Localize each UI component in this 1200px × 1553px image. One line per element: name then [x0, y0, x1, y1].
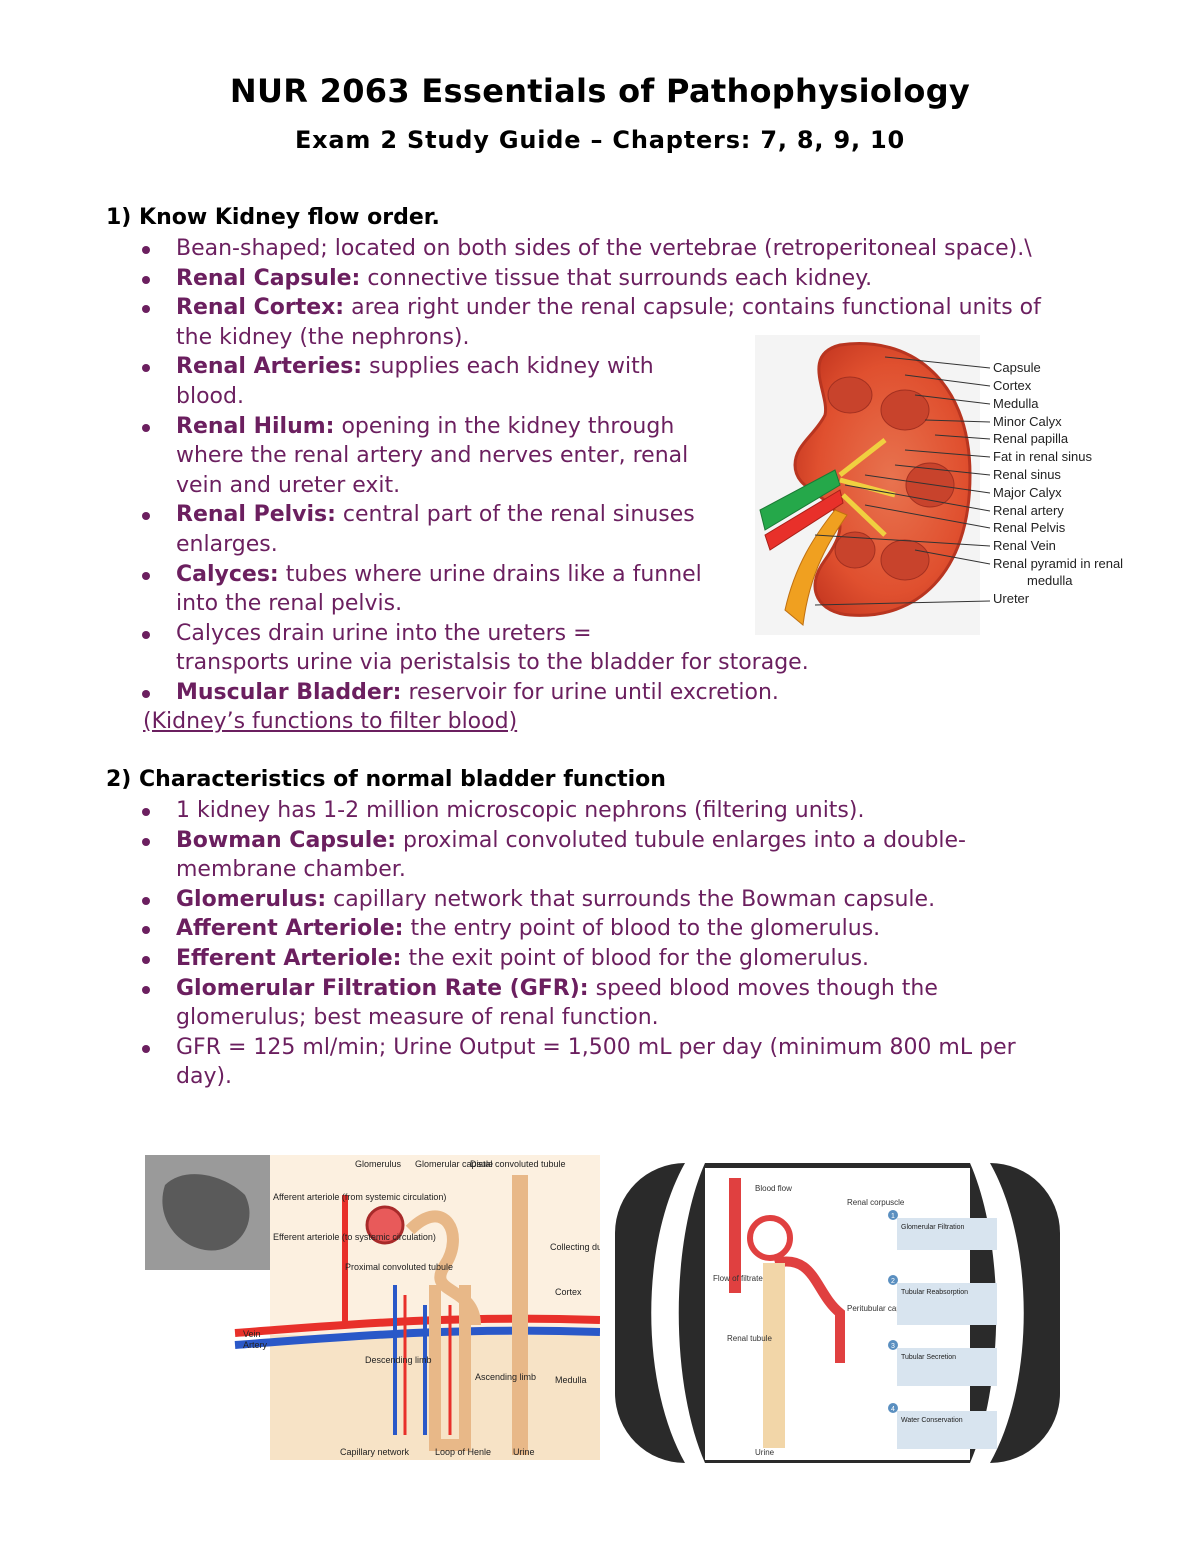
step-title: Glomerular Filtration [901, 1224, 965, 1231]
bullet-icon [142, 837, 150, 846]
step-title: Tubular Reabsorption [901, 1289, 968, 1296]
list-item: Efferent Arteriole: the exit point of bl… [106, 944, 1146, 974]
nephron-label: Collecting duct [550, 1242, 600, 1252]
bullet-icon [142, 689, 150, 698]
kidney-anatomy-figure: Capsule Cortex Medulla Minor Calyx Renal… [755, 335, 1123, 635]
nephron-label: Vein [243, 1329, 261, 1339]
bullet-icon [142, 275, 150, 284]
list-item: Bowman Capsule: proximal convoluted tubu… [106, 826, 1146, 885]
kidney-label: Renal pyramid in renal [993, 556, 1123, 571]
nephron-label: Afferent arteriole (from systemic circul… [273, 1192, 446, 1202]
list-item: Glomerulus: capillary network that surro… [106, 885, 1146, 915]
bullet-icon [142, 630, 150, 639]
nephron-label: Efferent arteriole (to systemic circulat… [273, 1232, 436, 1242]
step-number: 1 [891, 1213, 895, 1220]
kidney-label: Renal sinus [993, 467, 1061, 482]
bullet-icon [142, 246, 150, 254]
urine-label: Blood flow [755, 1184, 792, 1193]
list-item: Renal Arteries: supplies each kidney wit… [106, 352, 1146, 411]
nephron-label: Glomerular capsule [415, 1159, 493, 1169]
kidney-label: Renal Pelvis [993, 520, 1066, 535]
list-item: Muscular Bladder: reservoir for urine un… [106, 678, 1146, 708]
nephron-label: Capillary network [340, 1447, 410, 1457]
section2-list: 1 kidney has 1-2 million microscopic nep… [106, 796, 1146, 1092]
list-item: Renal Hilum: opening in the kidney throu… [106, 412, 1146, 501]
nephron-label: Loop of Henle [435, 1447, 491, 1457]
kidney-label: Renal Vein [993, 538, 1056, 553]
list-item: Calyces: tubes where urine drains like a… [106, 560, 1146, 619]
section1-heading: 1) Know Kidney flow order. [106, 205, 440, 230]
nephron-structure-figure: Glomerulus Glomerular capsule Distal con… [145, 1155, 600, 1460]
list-item: Renal Pelvis: central part of the renal … [106, 500, 1146, 559]
step-title: Water Conservation [901, 1417, 963, 1424]
nephron-label: Medulla [555, 1375, 587, 1385]
nephron-label: Artery [243, 1340, 268, 1350]
bullet-icon [142, 512, 150, 521]
bullet-icon [142, 926, 150, 935]
nephron-label: Descending limb [365, 1355, 432, 1365]
bullet-icon [142, 305, 150, 314]
list-item: Bean-shaped; located on both sides of th… [106, 234, 1146, 264]
bullet-icon [142, 955, 150, 964]
list-item: 1 kidney has 1-2 million microscopic nep… [106, 796, 1146, 826]
kidney-label: Capsule [993, 360, 1041, 375]
nephron-label: Glomerulus [355, 1159, 402, 1169]
urine-label: Renal corpuscle [847, 1198, 905, 1207]
kidney-label: medulla [1027, 573, 1073, 588]
bullet-icon [142, 1044, 150, 1053]
urine-formation-figure: Blood flow Renal corpuscle Flow of filtr… [615, 1163, 1060, 1463]
bullet-icon [142, 423, 150, 432]
kidney-label: Renal papilla [993, 431, 1069, 446]
kidney-label: Cortex [993, 378, 1032, 393]
nephron-label: Distal convoluted tubule [470, 1159, 566, 1169]
step-number: 2 [891, 1278, 895, 1285]
kidney-label: Ureter [993, 591, 1030, 606]
list-item: Calyces drain urine into the ureters =tr… [106, 619, 1146, 678]
kidney-function-note: (Kidney’s functions to filter blood) [143, 709, 518, 734]
kidney-label: Fat in renal sinus [993, 449, 1092, 464]
kidney-label: Renal artery [993, 503, 1064, 518]
urine-label: Peritubular capillaries [847, 1304, 923, 1313]
bullet-icon [142, 985, 150, 994]
list-item: GFR = 125 ml/min; Urine Output = 1,500 m… [106, 1033, 1146, 1092]
kidney-label: Major Calyx [993, 485, 1062, 500]
kidney-label: Minor Calyx [993, 414, 1062, 429]
nephron-label: Ascending limb [475, 1372, 536, 1382]
urine-label: Urine [755, 1448, 775, 1457]
document-title: NUR 2063 Essentials of Pathophysiology [229, 72, 971, 110]
nephron-label: Cortex [555, 1287, 582, 1297]
nephron-label: Proximal convoluted tubule [345, 1262, 453, 1272]
step-title: Tubular Secretion [901, 1354, 956, 1361]
document-subtitle: Exam 2 Study Guide – Chapters: 7, 8, 9, … [294, 126, 906, 154]
urine-label: Flow of filtrate [713, 1274, 763, 1283]
section1-list: Bean-shaped; located on both sides of th… [106, 234, 1146, 708]
nephron-label: Urine [513, 1447, 535, 1457]
step-number: 3 [891, 1343, 895, 1350]
bullet-icon [142, 571, 150, 580]
list-item: Renal Cortex: area right under the renal… [106, 293, 1146, 352]
urine-label: Renal tubule [727, 1334, 772, 1343]
step-number: 4 [891, 1406, 895, 1413]
bullet-icon [142, 364, 150, 373]
bullet-icon [142, 896, 150, 905]
bullet-icon [142, 808, 150, 816]
list-item: Renal Capsule: connective tissue that su… [106, 264, 1146, 294]
section2-heading: 2) Characteristics of normal bladder fun… [106, 767, 666, 792]
list-item: Glomerular Filtration Rate (GFR): speed … [106, 974, 1146, 1033]
list-item: Afferent Arteriole: the entry point of b… [106, 914, 1146, 944]
kidney-label: Medulla [993, 396, 1039, 411]
